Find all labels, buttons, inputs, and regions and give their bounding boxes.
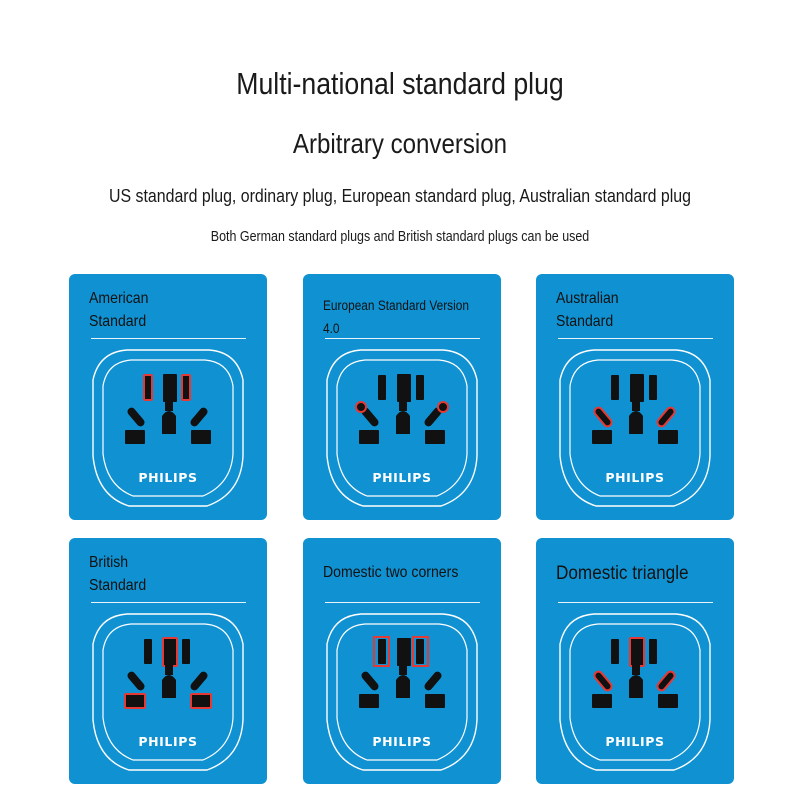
center-slot — [630, 374, 644, 402]
socket-diagram — [326, 613, 478, 771]
right-angled-slot — [190, 407, 208, 427]
right-slot-outline — [412, 636, 429, 667]
right-angled-slot — [424, 671, 442, 691]
center-slot — [162, 637, 178, 667]
card-title: Australian Standard — [556, 290, 619, 330]
center-slot — [629, 637, 645, 667]
socket-diagram — [92, 613, 244, 771]
left-angled-slot — [361, 407, 379, 427]
right-slot — [416, 375, 424, 400]
page-subtitle: Arbitrary conversion — [292, 128, 508, 159]
right-angled-slot — [656, 406, 676, 428]
page-title: Multi-national standard plug — [236, 66, 564, 101]
philips-logo: PHILIPS — [605, 470, 665, 485]
socket-diagram — [559, 349, 711, 507]
card-title: British Standard — [89, 554, 147, 594]
socket-outline — [559, 349, 711, 507]
left-slot-outline — [373, 636, 390, 667]
compatibility-note: Both German standard plugs and British s… — [210, 229, 590, 245]
socket-diagram — [92, 349, 244, 507]
socket-outline — [92, 349, 244, 507]
divider — [558, 602, 713, 603]
left-slot — [611, 639, 619, 664]
earth-pin — [396, 411, 410, 434]
philips-logo: PHILIPS — [372, 470, 432, 485]
right-foot-slot — [658, 430, 678, 444]
right-foot-slot — [190, 693, 212, 709]
left-round-hole — [355, 401, 367, 413]
left-angled-slot — [127, 407, 145, 427]
right-angled-slot — [190, 671, 208, 691]
divider — [91, 338, 246, 339]
right-foot-slot — [425, 430, 445, 444]
divider — [91, 602, 246, 603]
socket-outline — [326, 349, 478, 507]
right-angled-slot — [656, 670, 676, 692]
left-foot-slot — [359, 694, 379, 708]
card-title: Domestic triangle — [556, 562, 689, 584]
right-slot — [181, 374, 191, 401]
left-slot — [143, 374, 153, 401]
card-domestic-triangle: Domestic triangle PHILIPS — [536, 538, 734, 784]
earth-neck — [165, 665, 173, 675]
left-angled-slot — [593, 406, 613, 428]
socket-diagram — [559, 613, 711, 771]
left-foot-slot — [359, 430, 379, 444]
earth-pin — [396, 675, 410, 698]
card-european-standard: European Standard Version 4.0 PHILIPS — [303, 274, 501, 520]
right-slot — [182, 639, 190, 664]
divider — [325, 338, 480, 339]
earth-pin — [162, 675, 176, 698]
philips-logo: PHILIPS — [138, 470, 198, 485]
card-domestic-two-corners: Domestic two corners PHILIPS — [303, 538, 501, 784]
right-foot-slot — [191, 430, 211, 444]
right-round-hole — [437, 401, 449, 413]
left-slot — [378, 639, 386, 664]
earth-neck — [632, 401, 640, 411]
socket-outline — [326, 613, 478, 771]
left-angled-slot — [127, 671, 145, 691]
earth-neck — [632, 665, 640, 675]
card-british-standard: British Standard PHILIPS — [69, 538, 267, 784]
divider — [558, 338, 713, 339]
card-australian-standard: Australian Standard PHILIPS — [536, 274, 734, 520]
earth-pin — [629, 411, 643, 434]
right-slot — [416, 639, 424, 664]
philips-logo: PHILIPS — [605, 734, 665, 749]
earth-neck — [165, 401, 173, 411]
right-angled-slot — [424, 407, 442, 427]
left-slot — [611, 375, 619, 400]
earth-neck — [399, 665, 407, 675]
left-foot-slot — [125, 430, 145, 444]
left-angled-slot — [593, 670, 613, 692]
left-foot-slot — [592, 694, 612, 708]
left-slot — [378, 375, 386, 400]
left-foot-slot — [124, 693, 146, 709]
left-slot — [144, 639, 152, 664]
card-american-standard: American Standard PHILIPS — [69, 274, 267, 520]
socket-outline — [559, 613, 711, 771]
philips-logo: PHILIPS — [138, 734, 198, 749]
center-slot — [163, 374, 177, 402]
right-slot — [649, 375, 657, 400]
card-title: European Standard Version 4.0 — [323, 298, 469, 336]
card-title: American Standard — [89, 290, 149, 330]
socket-diagram — [326, 349, 478, 507]
right-foot-slot — [425, 694, 445, 708]
right-foot-slot — [658, 694, 678, 708]
right-slot — [649, 639, 657, 664]
center-slot — [397, 638, 411, 666]
left-foot-slot — [592, 430, 612, 444]
philips-logo: PHILIPS — [372, 734, 432, 749]
left-angled-slot — [361, 671, 379, 691]
divider — [325, 602, 480, 603]
card-title: Domestic two corners — [323, 564, 459, 581]
earth-pin — [629, 675, 643, 698]
center-slot — [397, 374, 411, 402]
earth-neck — [399, 401, 407, 411]
socket-outline — [92, 613, 244, 771]
earth-pin — [162, 411, 176, 434]
plug-types-text: US standard plug, ordinary plug, Europea… — [108, 185, 691, 206]
